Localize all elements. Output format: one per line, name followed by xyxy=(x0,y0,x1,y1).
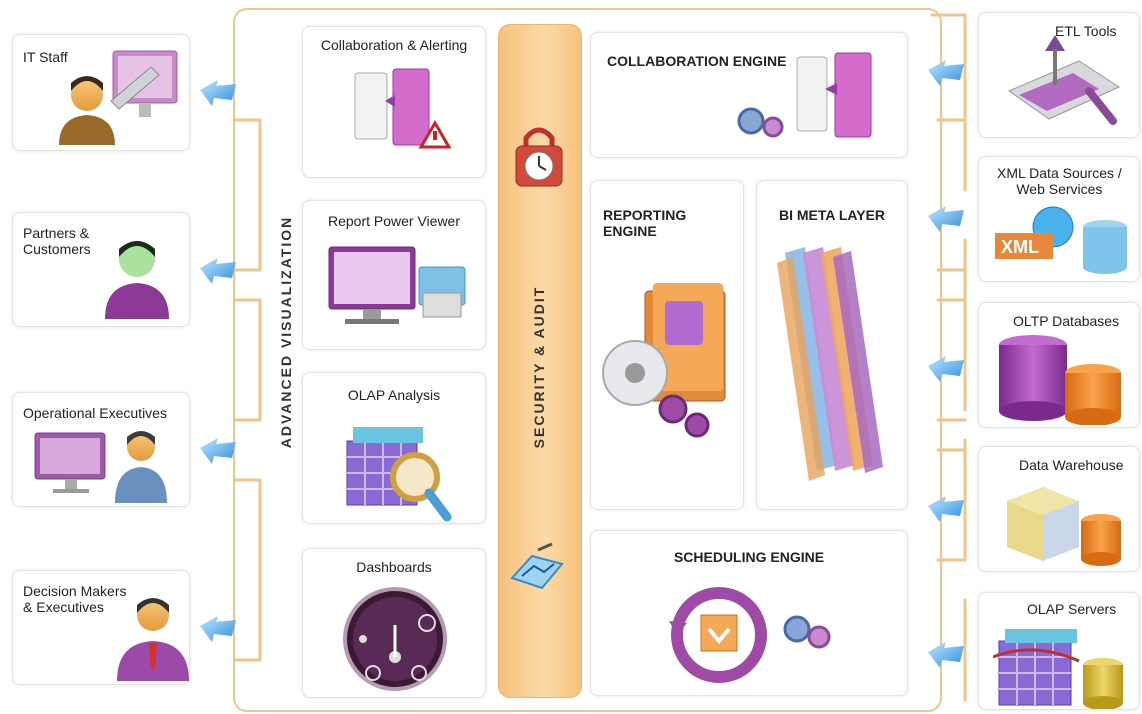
oltp-databases-icon xyxy=(999,335,1121,425)
module-box-olap-analysis: OLAP Analysis xyxy=(302,372,486,524)
meta-layer-icon xyxy=(777,247,883,481)
user-label-partners: Partners & Customers xyxy=(23,225,91,257)
source-label-etl: ETL Tools xyxy=(1055,23,1117,39)
user-box-it-staff: IT Staff xyxy=(12,34,190,151)
arrow-icon xyxy=(928,356,964,382)
source-box-oltp: OLTP Databases xyxy=(978,302,1140,428)
user-box-partners: Partners & Customers xyxy=(12,212,190,327)
module-label-olap-analysis: OLAP Analysis xyxy=(347,387,441,403)
operational-executive-icon xyxy=(34,431,167,503)
module-label-dashboards: Dashboards xyxy=(356,559,432,575)
engine-box-scheduling: SCHEDULING ENGINE xyxy=(590,530,908,696)
arrow-icon xyxy=(200,80,236,106)
xml-badge: XML xyxy=(1001,237,1039,257)
user-box-decision: Decision Makers & Executives xyxy=(12,570,190,685)
source-box-etl: ETL Tools xyxy=(978,12,1140,138)
arrow-icon xyxy=(928,496,964,522)
module-box-report-viewer: Report Power Viewer xyxy=(302,200,486,350)
source-label-olap-servers: OLAP Servers xyxy=(1027,601,1117,617)
server-alert-icon xyxy=(354,68,452,149)
user-label-it-staff: IT Staff xyxy=(23,49,68,65)
module-label-collaboration-alerting: Collaboration & Alerting xyxy=(320,37,468,53)
it-staff-icon xyxy=(59,50,178,145)
source-box-warehouse: Data Warehouse xyxy=(978,446,1140,572)
source-label-oltp: OLTP Databases xyxy=(1013,313,1120,329)
report-viewer-icon xyxy=(328,246,466,324)
collaboration-engine-icon xyxy=(737,52,872,138)
security-audit-label: SECURITY & AUDIT xyxy=(531,285,547,449)
etl-tools-icon xyxy=(1007,35,1121,125)
source-box-xml: XML Data Sources / Web Services XML xyxy=(978,156,1140,282)
arrow-icon xyxy=(928,206,964,232)
xml-web-services-icon: XML xyxy=(995,206,1127,274)
lock-clock-icon xyxy=(515,127,563,187)
data-warehouse-icon xyxy=(1007,487,1121,566)
user-label-decision: Decision Makers & Executives xyxy=(23,583,127,615)
module-box-collaboration-alerting: Collaboration & Alerting xyxy=(302,26,486,178)
source-label-warehouse: Data Warehouse xyxy=(1019,457,1124,473)
arrow-icon xyxy=(200,616,236,642)
engine-label-meta-layer: BI META LAYER xyxy=(779,207,886,223)
source-label-xml: XML Data Sources / Web Services xyxy=(997,165,1122,197)
security-audit-column xyxy=(498,24,582,698)
arrow-icon xyxy=(200,438,236,464)
engine-box-reporting: REPORTING ENGINE xyxy=(590,180,744,510)
olap-servers-icon xyxy=(993,629,1123,709)
engine-box-collaboration: COLLABORATION ENGINE xyxy=(590,32,908,158)
advanced-visualization-label: ADVANCED VISUALIZATION xyxy=(278,215,294,449)
arrow-icon xyxy=(928,642,964,668)
user-box-operational: Operational Executives xyxy=(12,392,190,507)
module-label-report-viewer: Report Power Viewer xyxy=(327,213,461,229)
scheduling-engine-icon xyxy=(669,587,831,683)
arrow-icon xyxy=(928,60,964,86)
module-box-dashboards: Dashboards xyxy=(302,548,486,698)
partner-icon xyxy=(105,241,169,319)
engine-label-scheduling: SCHEDULING ENGINE xyxy=(673,549,825,565)
engine-label-collaboration: COLLABORATION ENGINE xyxy=(607,53,787,69)
arrow-icon xyxy=(200,258,236,284)
audit-chart-icon xyxy=(510,542,564,590)
engine-label-reporting: REPORTING ENGINE xyxy=(603,207,687,239)
dashboard-gauge-icon xyxy=(343,587,447,691)
source-box-olap-servers: OLAP Servers xyxy=(978,592,1140,710)
reporting-engine-icon xyxy=(602,283,726,438)
olap-cube-magnifier-icon xyxy=(346,427,452,522)
user-label-operational: Operational Executives xyxy=(23,405,167,421)
engine-box-meta-layer: BI META LAYER xyxy=(756,180,908,510)
decision-maker-icon xyxy=(117,598,189,681)
